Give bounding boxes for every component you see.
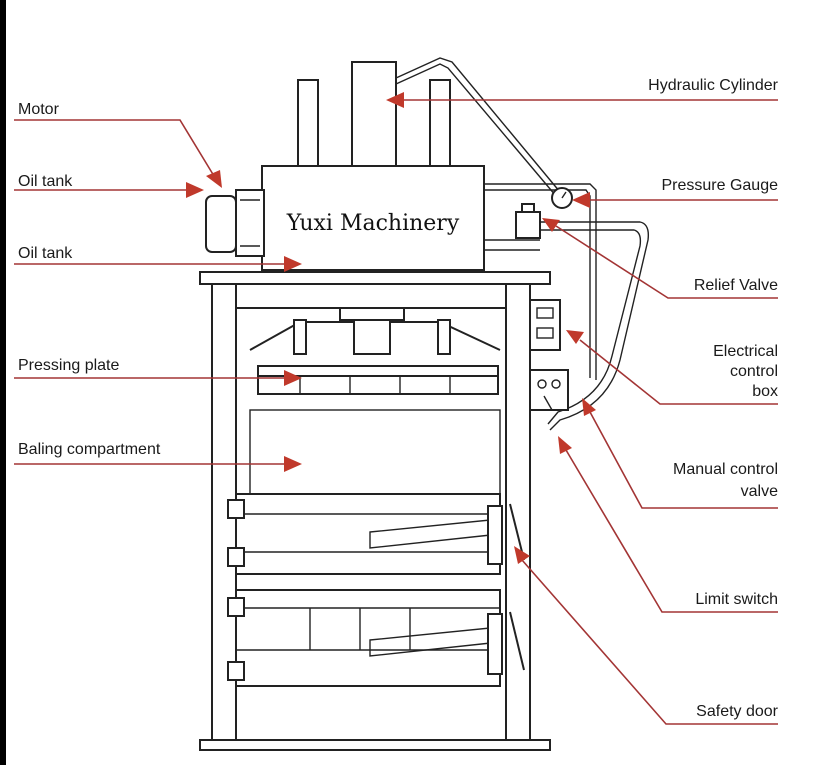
leader-oil-tank-1 — [14, 182, 204, 198]
label-safety-door: Safety door — [696, 703, 779, 720]
leader-oil-tank-2 — [14, 256, 302, 272]
electrical-control-box-drawing — [529, 299, 561, 351]
baling-compartment-drawing — [249, 409, 501, 495]
labels-right: Hydraulic Cylinder Pressure Gauge Relief… — [648, 77, 779, 720]
label-pressure-gauge: Pressure Gauge — [661, 177, 778, 194]
label-manual-valve-line-2: valve — [741, 483, 778, 500]
safety-door-upper — [227, 493, 525, 575]
motor — [205, 189, 265, 257]
pressing-plate-drawing — [257, 307, 499, 395]
labels-left: Motor Oil tank Oil tank Pressing plate B… — [18, 101, 161, 458]
hydraulic-cylinders — [297, 61, 451, 167]
label-oil-tank-2: Oil tank — [18, 245, 73, 262]
leader-safety-door — [514, 546, 778, 725]
leader-pressing-plate — [14, 370, 302, 386]
oil-tank-box: Yuxi Machinery — [261, 165, 485, 271]
leader-electrical-control-box — [566, 330, 778, 405]
label-pressing-plate: Pressing plate — [18, 357, 119, 374]
label-oil-tank-1: Oil tank — [18, 173, 73, 190]
leader-pressure-gauge — [572, 192, 778, 208]
left-edge-bar — [0, 0, 6, 765]
hydraulic-piping — [395, 57, 650, 431]
label-electrical-line-2: control — [730, 363, 778, 380]
manual-control-valve-drawing — [529, 369, 569, 411]
leader-relief-valve — [542, 218, 778, 299]
label-limit-switch: Limit switch — [695, 591, 778, 608]
label-electrical-line-1: Electrical — [713, 343, 778, 360]
leader-hydraulic-cylinder — [386, 92, 778, 108]
label-motor: Motor — [18, 101, 60, 118]
leader-baling-compartment — [14, 456, 302, 472]
label-manual-valve-line-1: Manual control — [673, 461, 778, 478]
leader-limit-switch — [558, 436, 778, 613]
label-relief-valve: Relief Valve — [694, 277, 778, 294]
label-baling-compartment: Baling compartment — [18, 441, 161, 458]
brand-label: Yuxi Machinery — [286, 211, 460, 236]
machine-frame — [199, 271, 551, 751]
leader-motor — [14, 119, 222, 188]
safety-door-lower — [227, 589, 525, 687]
label-hydraulic-cylinder: Hydraulic Cylinder — [648, 77, 778, 94]
label-electrical-line-3: box — [752, 383, 778, 400]
leader-manual-control-valve — [582, 398, 778, 509]
